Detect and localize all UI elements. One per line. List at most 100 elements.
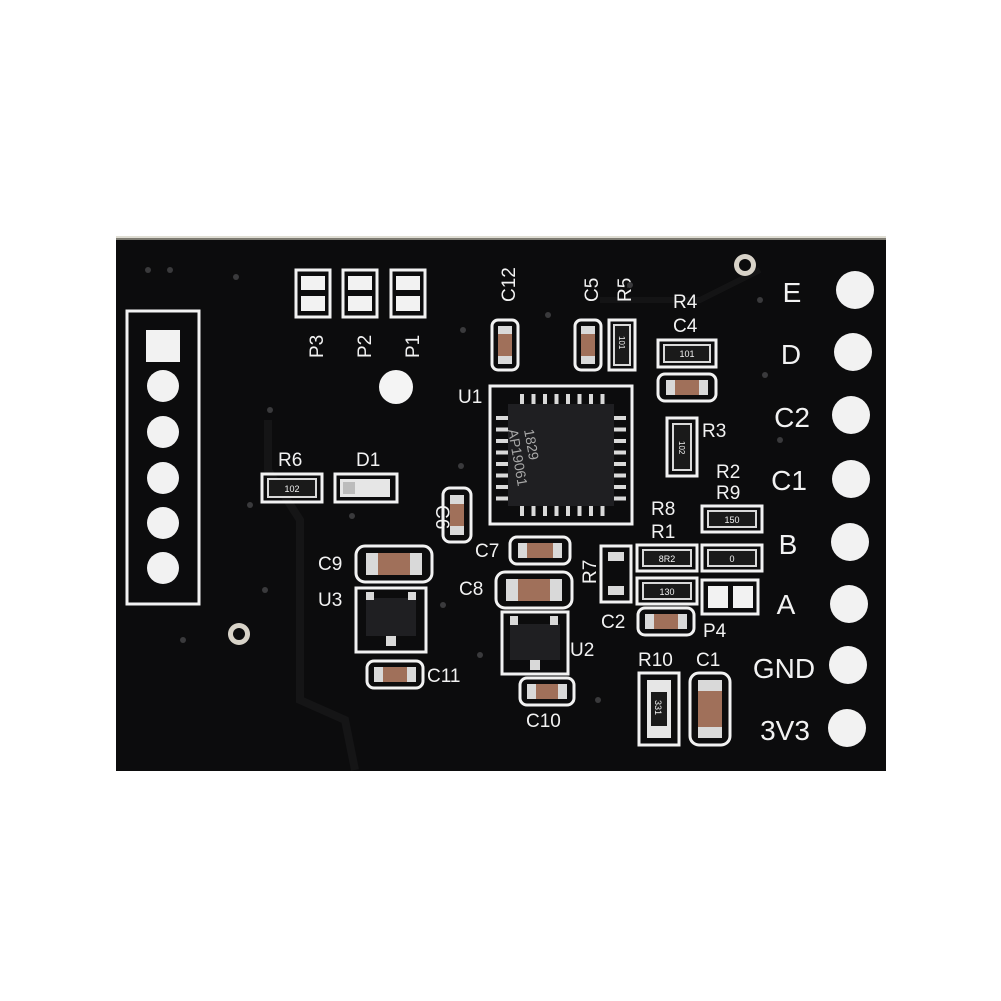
ic-pin bbox=[577, 394, 582, 406]
pin-label: C2 bbox=[774, 402, 810, 433]
ic-pin bbox=[566, 504, 570, 516]
ref-p2: P2 bbox=[355, 335, 376, 358]
header-outline bbox=[125, 309, 201, 606]
ref-r10: R10 bbox=[638, 650, 673, 671]
capacitor-c2 bbox=[636, 606, 696, 637]
pin-pad bbox=[831, 523, 869, 561]
resistor-r3 bbox=[665, 416, 699, 478]
ic-pin bbox=[496, 450, 508, 455]
ref-u2: U2 bbox=[570, 640, 594, 661]
resistor-r6 bbox=[260, 472, 324, 504]
ref-r4: R4 bbox=[673, 292, 698, 313]
led-d1 bbox=[333, 472, 399, 504]
ref-r7: R7 bbox=[580, 560, 601, 584]
ic-pin bbox=[520, 394, 524, 406]
resistor-code: 8R2 bbox=[659, 554, 676, 564]
ic-pin bbox=[614, 462, 626, 466]
pin-pad bbox=[830, 585, 868, 623]
ref-c10: C10 bbox=[526, 711, 561, 732]
ref-c12: C12 bbox=[499, 267, 520, 302]
ic-pin bbox=[614, 473, 626, 478]
ref-u3: U3 bbox=[318, 590, 342, 611]
pin-label: D bbox=[781, 339, 801, 370]
pin-pad bbox=[832, 460, 870, 498]
resistor-r2 bbox=[700, 543, 764, 573]
resistor-code: 102 bbox=[284, 484, 299, 494]
ic-pin bbox=[566, 394, 570, 406]
mounting-hole bbox=[233, 628, 245, 640]
ic-pin bbox=[614, 439, 626, 443]
ic-pin bbox=[496, 462, 508, 466]
resistor-code: 150 bbox=[724, 515, 739, 525]
ic-pin bbox=[600, 504, 605, 516]
ic-pin bbox=[496, 427, 508, 432]
capacitor-c9 bbox=[354, 544, 434, 584]
capacitor-c6 bbox=[441, 486, 473, 544]
ic-pin bbox=[543, 504, 547, 516]
pin-label: GND bbox=[753, 653, 815, 684]
capacitor-c10 bbox=[518, 676, 576, 707]
resistor-code: 331 bbox=[653, 700, 663, 715]
header-pin bbox=[147, 370, 179, 402]
ref-r3: R3 bbox=[702, 421, 726, 442]
pcb-vias bbox=[145, 267, 783, 703]
ref-c1: C1 bbox=[696, 650, 720, 671]
ref-u1: U1 bbox=[458, 387, 482, 408]
resistor-r4 bbox=[656, 338, 718, 369]
resistor-r1 bbox=[635, 543, 699, 573]
capacitor-c5 bbox=[573, 318, 603, 372]
ic-u1-outline bbox=[488, 384, 634, 526]
ic-pin bbox=[496, 416, 508, 420]
ic-pin bbox=[496, 439, 508, 443]
resistor-code: 101 bbox=[679, 349, 694, 359]
ic-pin bbox=[614, 485, 626, 489]
ref-r9: R9 bbox=[716, 483, 740, 504]
capacitor-c4 bbox=[656, 372, 718, 403]
pin-pad bbox=[834, 333, 872, 371]
resistor-r9 bbox=[700, 504, 764, 534]
ic-pin bbox=[543, 394, 547, 406]
header-pin bbox=[147, 462, 179, 494]
resistor-r10 bbox=[637, 671, 681, 747]
ref-c11: C11 bbox=[427, 666, 460, 687]
ref-r6: R6 bbox=[278, 450, 302, 471]
ic-pin bbox=[531, 394, 536, 406]
header-pin-square bbox=[146, 330, 180, 362]
pin-pad bbox=[836, 271, 874, 309]
ref-p4: P4 bbox=[703, 621, 727, 642]
ic-pin bbox=[531, 504, 536, 516]
resistor-code: 0 bbox=[729, 554, 734, 564]
ic-pin bbox=[496, 496, 508, 501]
ic-u1-pins bbox=[496, 394, 626, 516]
pin-pad bbox=[829, 646, 867, 684]
pin-label: 3V3 bbox=[760, 715, 810, 746]
ref-p1: P1 bbox=[403, 335, 424, 358]
pcb-board bbox=[116, 238, 886, 771]
ref-c5: C5 bbox=[582, 278, 603, 302]
resistor-r5 bbox=[607, 318, 637, 372]
ic-pin bbox=[496, 473, 508, 478]
jumper-p4 bbox=[700, 578, 760, 616]
pcb-top-edge bbox=[116, 236, 886, 240]
ic-pin bbox=[589, 504, 593, 516]
pcb-trace-shadow bbox=[600, 267, 762, 303]
ic-u1-body bbox=[508, 404, 614, 506]
ic-pin bbox=[554, 394, 559, 406]
ref-c2: C2 bbox=[601, 612, 625, 633]
pin-pad bbox=[828, 709, 866, 747]
pcb-trace-shadow bbox=[264, 420, 359, 771]
ref-r2: R2 bbox=[716, 462, 740, 483]
pin-label: A bbox=[777, 589, 796, 620]
ic-pin bbox=[496, 485, 508, 489]
ref-d1: D1 bbox=[356, 450, 380, 471]
mounting-hole bbox=[379, 370, 413, 404]
jumper-pads bbox=[294, 268, 427, 319]
ref-r5: R5 bbox=[615, 278, 636, 302]
ic-pin bbox=[577, 504, 582, 516]
header-pin bbox=[147, 416, 179, 448]
pin-label: C1 bbox=[771, 465, 807, 496]
resistor-code: 102 bbox=[677, 441, 686, 455]
resistor-r7 bbox=[599, 544, 633, 604]
ic-pin bbox=[589, 394, 593, 406]
pin-label: E bbox=[783, 277, 802, 308]
